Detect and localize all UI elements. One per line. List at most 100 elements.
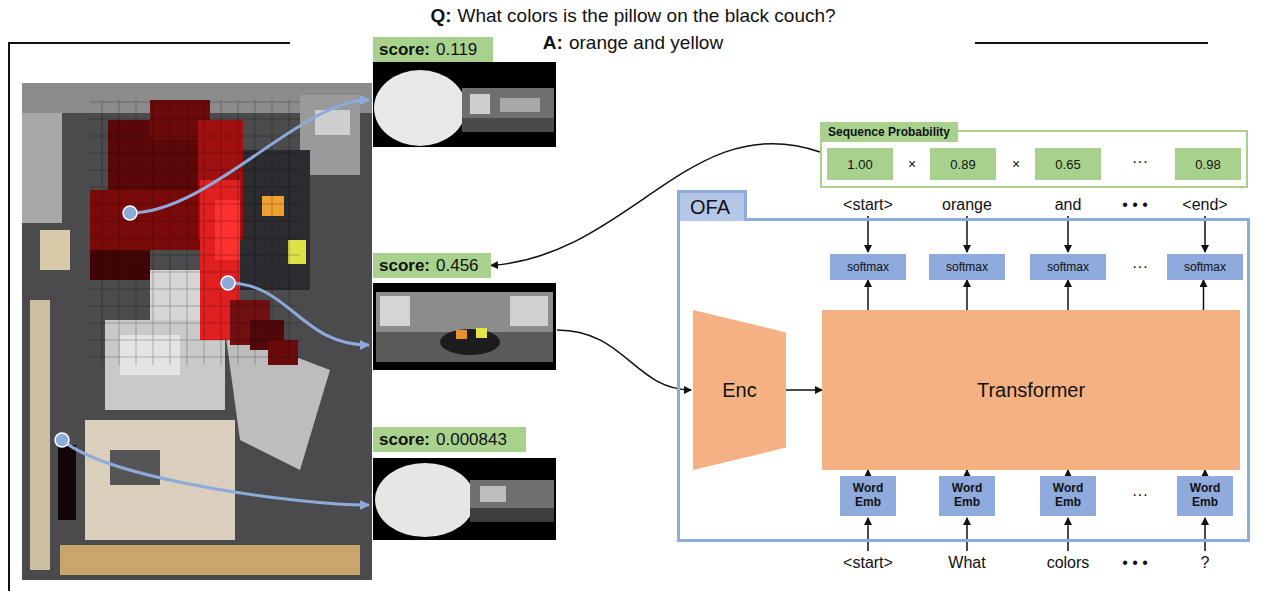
model-box: OFAsoftmaxsoftmaxsoftmaxsoftmaxEncTransf… bbox=[677, 218, 1250, 542]
box-label: Word Emb bbox=[1043, 482, 1093, 510]
input-arrow bbox=[867, 518, 869, 551]
room-map bbox=[22, 113, 62, 223]
frame-line bbox=[975, 42, 1208, 44]
panorama-image bbox=[456, 330, 467, 339]
view-leader-line bbox=[62, 100, 369, 505]
ellipsis: ··· bbox=[1132, 153, 1148, 171]
softmax-box: softmax bbox=[929, 254, 1005, 280]
word-embedding-box: Word Emb bbox=[939, 476, 995, 516]
input-arrow bbox=[966, 518, 968, 551]
softmax-box: softmax bbox=[1030, 254, 1106, 280]
word-embedding-box: Word Emb bbox=[840, 476, 896, 516]
panorama-image bbox=[440, 329, 500, 355]
sequence-probability-box: Sequence Probability1.000.890.650.98 bbox=[820, 130, 1248, 188]
input-arrow bbox=[1067, 518, 1069, 551]
encoder-trapezoid: Enc bbox=[693, 310, 786, 470]
box-label: Word Emb bbox=[1180, 482, 1230, 510]
question-line: Q:What colors is the pillow on the black… bbox=[0, 5, 1266, 27]
panorama-image bbox=[376, 292, 553, 332]
panorama-image bbox=[470, 94, 490, 114]
input-arrow bbox=[966, 216, 968, 252]
connector-arrow bbox=[966, 280, 968, 310]
panorama-image bbox=[380, 296, 410, 326]
box-label: Word Emb bbox=[942, 482, 992, 510]
token-label: and bbox=[1055, 196, 1082, 214]
view-leader-line bbox=[130, 100, 369, 213]
panorama-image bbox=[373, 283, 556, 370]
box-label: softmax bbox=[1047, 260, 1089, 274]
token-label: orange bbox=[942, 196, 992, 214]
view-leader-line bbox=[62, 440, 369, 505]
multiply-sign: × bbox=[1012, 157, 1020, 172]
box-label: Enc bbox=[722, 379, 756, 402]
input-arrow bbox=[1067, 216, 1069, 252]
room-map bbox=[22, 83, 372, 580]
room-map bbox=[60, 545, 360, 575]
view-dot bbox=[55, 206, 235, 447]
panorama-image bbox=[500, 98, 540, 112]
word-embedding-box: Word Emb bbox=[1177, 476, 1233, 516]
panorama-image bbox=[462, 118, 554, 132]
panorama-image bbox=[480, 486, 506, 502]
ellipsis: • • • bbox=[1122, 196, 1148, 214]
box-label: Word Emb bbox=[843, 482, 893, 510]
token-label: What bbox=[948, 554, 985, 572]
panorama-image bbox=[462, 88, 554, 132]
ellipsis: ··· bbox=[1132, 258, 1148, 276]
input-arrow bbox=[1204, 518, 1206, 551]
score-key: score: bbox=[379, 256, 430, 276]
input-arrow bbox=[557, 330, 691, 390]
room-map bbox=[30, 300, 50, 570]
box-label: 1.00 bbox=[847, 157, 872, 172]
softmax-box: softmax bbox=[1167, 254, 1243, 280]
panorama-image bbox=[375, 463, 475, 537]
score-box: score:0.000843 bbox=[373, 427, 526, 452]
room-map bbox=[58, 445, 76, 520]
panorama-image bbox=[470, 508, 554, 522]
frame-line bbox=[8, 42, 10, 591]
score-value: 0.119 bbox=[436, 40, 477, 60]
view-dot bbox=[221, 276, 235, 290]
frame-line bbox=[9, 42, 290, 44]
connector-arrow bbox=[786, 389, 822, 391]
panorama-image bbox=[470, 480, 554, 522]
line-prefix: A: bbox=[543, 32, 563, 53]
score-value: 0.456 bbox=[436, 256, 479, 276]
ellipsis: ··· bbox=[1132, 486, 1148, 504]
probability-box: 0.65 bbox=[1035, 148, 1101, 180]
token-label: <start> bbox=[843, 554, 893, 572]
box-label: 0.65 bbox=[1055, 157, 1080, 172]
score-box: score: 0.456 bbox=[373, 253, 491, 278]
panorama-image bbox=[373, 62, 556, 540]
box-label: softmax bbox=[847, 260, 889, 274]
box-label: softmax bbox=[1184, 260, 1226, 274]
token-label: <start> bbox=[843, 196, 893, 214]
view-dot bbox=[55, 433, 69, 447]
panorama-image bbox=[374, 70, 466, 146]
ellipsis: • • • bbox=[1122, 554, 1148, 572]
box-label: Transformer bbox=[977, 379, 1085, 402]
room-map bbox=[22, 83, 372, 580]
answer-line: A:orange and yellow bbox=[0, 32, 1266, 54]
token-label: colors bbox=[1047, 554, 1090, 572]
connector-arrow bbox=[1067, 280, 1069, 310]
trapezoid-shape bbox=[693, 310, 786, 470]
line-prefix: Q: bbox=[430, 5, 451, 26]
view-leader-line bbox=[228, 283, 369, 345]
room-map bbox=[90, 100, 300, 365]
token-label: <end> bbox=[1182, 196, 1227, 214]
view-dot bbox=[123, 206, 137, 220]
box-label: 0.89 bbox=[950, 157, 975, 172]
input-arrow bbox=[1204, 216, 1206, 252]
box-heading: OFA bbox=[677, 190, 747, 221]
connector-arrow bbox=[1203, 280, 1205, 310]
score-box: score:0.119 bbox=[373, 37, 493, 62]
panorama-image bbox=[476, 328, 487, 338]
input-arrow bbox=[867, 216, 869, 252]
panorama-image bbox=[373, 458, 556, 540]
multiply-sign: × bbox=[908, 157, 916, 172]
box-label: 0.98 bbox=[1195, 157, 1220, 172]
box-label: softmax bbox=[946, 260, 988, 274]
box-heading: Sequence Probability bbox=[820, 122, 958, 142]
